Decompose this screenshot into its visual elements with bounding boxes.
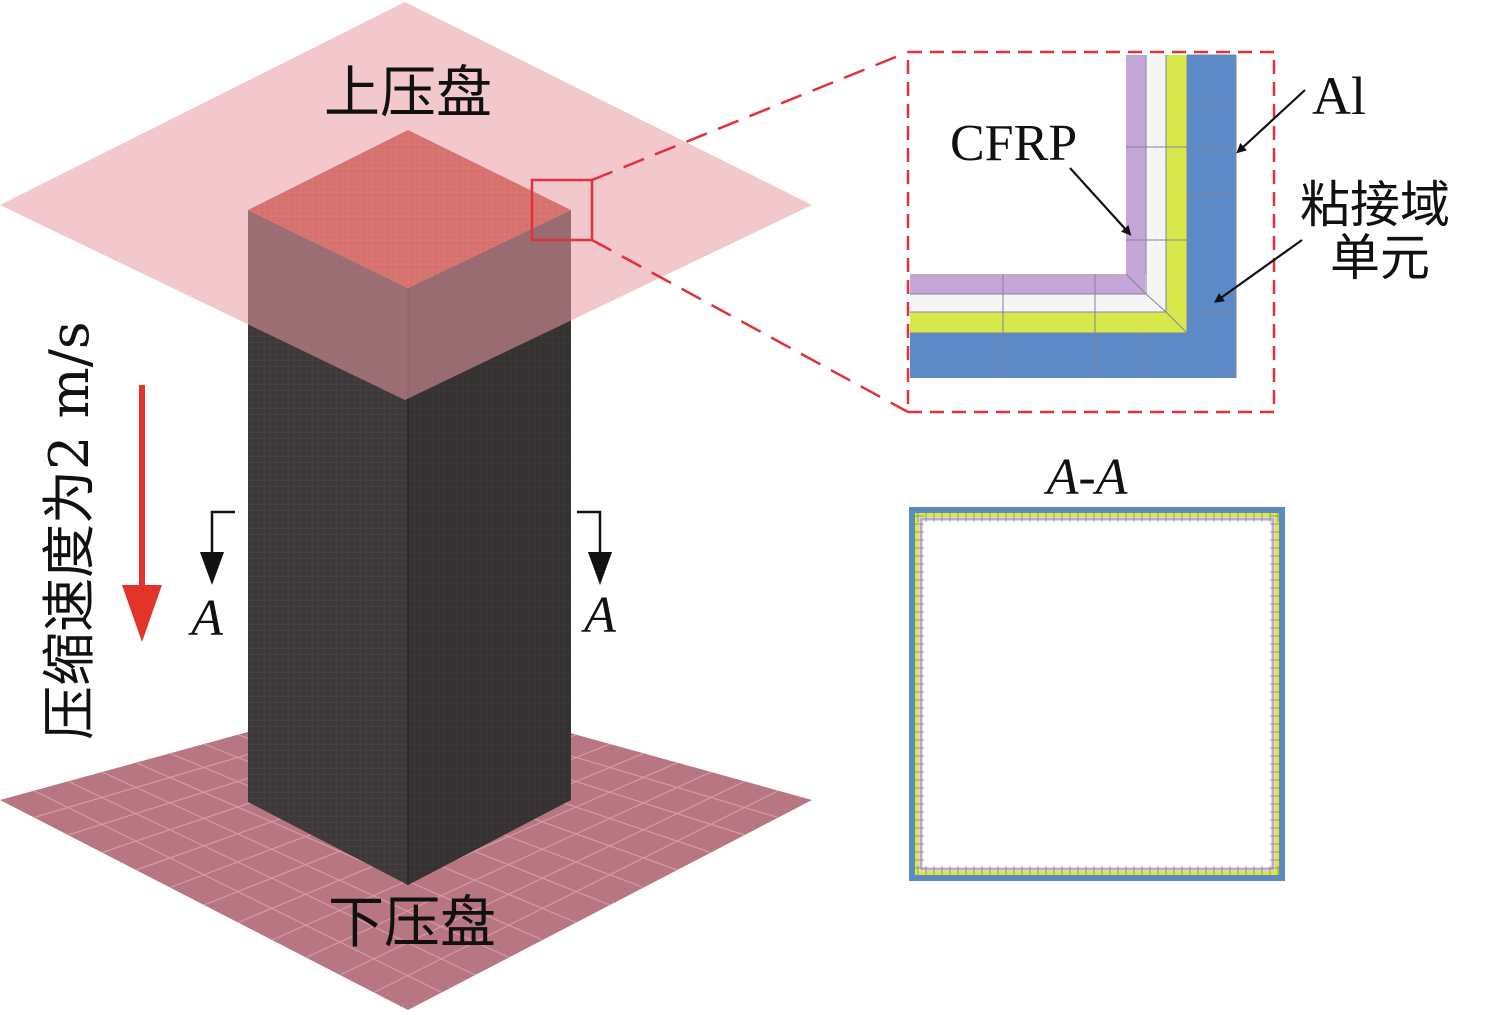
cfrp-white-layer-vertical <box>1146 55 1166 312</box>
cohesive-layer-horizontal <box>910 312 1181 333</box>
section-label-right: A <box>581 587 616 644</box>
cohesive-label-line1: 粘接域 <box>1300 176 1450 234</box>
velocity-arrow <box>122 385 162 642</box>
zoom-line-bottom <box>591 238 909 414</box>
section-mesh-ticks <box>909 507 1285 881</box>
cfrp-white-layer-horizontal <box>910 294 1162 312</box>
section-title: A-A <box>1044 449 1128 506</box>
cross-section <box>909 507 1285 881</box>
upper-platen-plate <box>0 2 812 400</box>
cfrp-label: CFRP <box>950 115 1077 172</box>
section-marker-left <box>200 510 235 585</box>
zoom-line-top <box>591 50 909 182</box>
corner-detail <box>910 54 1237 379</box>
cohesive-layer-vertical <box>1166 55 1187 333</box>
upper-platen <box>0 2 812 400</box>
cfrp-leader-arrow <box>1069 167 1132 236</box>
section-label-left: A <box>188 590 223 647</box>
velocity-label: 压缩速度为2 m/s <box>38 321 101 740</box>
al-label: Al <box>1312 66 1366 126</box>
al-leader-arrow <box>1236 89 1306 154</box>
lower-platen-label: 下压盘 <box>328 891 496 956</box>
cfrp-purple-layer-horizontal <box>910 274 1145 294</box>
cohesive-label-line2: 单元 <box>1330 229 1430 287</box>
section-cfrp-ring <box>919 517 1275 871</box>
cohesive-leader-arrow <box>1213 239 1303 303</box>
upper-platen-label: 上压盘 <box>324 61 492 126</box>
corner-mesh-lines <box>910 54 1237 379</box>
section-marker-right <box>577 510 612 585</box>
al-layer-horizontal <box>910 333 1236 378</box>
zoom-source-box <box>530 178 594 242</box>
cfrp-purple-layer-vertical <box>1126 55 1146 274</box>
section-al-ring <box>909 507 1285 881</box>
al-layer-vertical <box>1187 55 1236 378</box>
section-cohesive-ring <box>915 513 1279 875</box>
